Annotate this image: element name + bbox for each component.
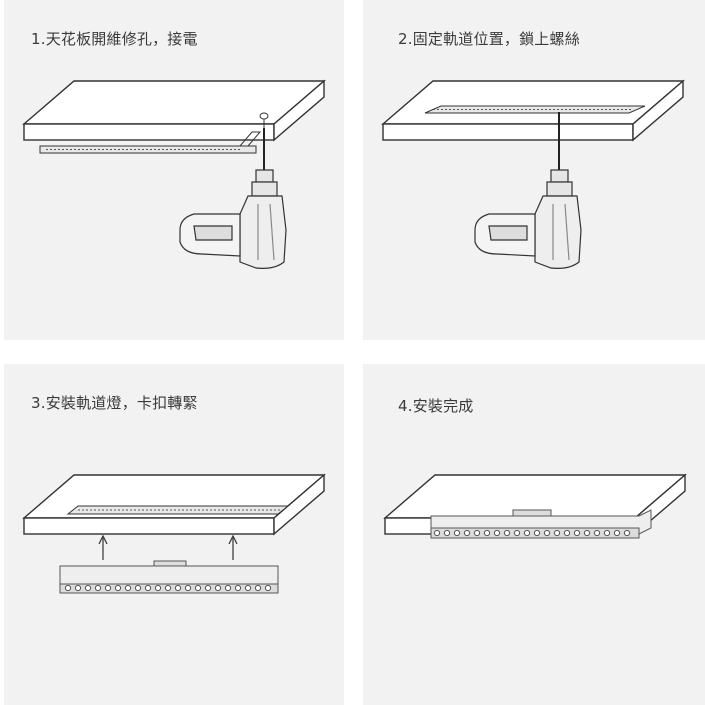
track-light-icon: [430, 509, 652, 539]
step-4-illustration: [383, 473, 687, 539]
step-2-label: 2.固定軌道位置，鎖上螺絲: [398, 30, 580, 48]
step-2-panel: 2.固定軌道位置，鎖上螺絲: [363, 0, 705, 340]
track-rail: [39, 131, 262, 154]
track-rail: [66, 505, 290, 515]
step-3-illustration: [22, 473, 326, 594]
step-4-panel: 4.安裝完成: [363, 364, 705, 705]
track-rail: [424, 105, 646, 114]
step-3-panel: 3.安裝軌道燈，卡扣轉緊: [4, 364, 344, 705]
step-3-label: 3.安裝軌道燈，卡扣轉緊: [31, 394, 198, 412]
arrow-up-icon: [228, 534, 238, 560]
step-1-panel: 1.天花板開維修孔，接電: [4, 0, 344, 340]
step-1-label: 1.天花板開維修孔，接電: [31, 30, 198, 48]
drill-icon: [474, 112, 582, 269]
arrow-up-icon: [98, 534, 108, 560]
ceiling-slab: [22, 79, 326, 142]
step-2-illustration: [381, 79, 685, 269]
screw-icon: [259, 112, 269, 128]
drill-icon: [179, 128, 287, 269]
step-4-label: 4.安裝完成: [398, 397, 474, 415]
ceiling-slab: [22, 473, 326, 536]
track-light-icon: [59, 560, 279, 594]
step-1-illustration: [22, 79, 326, 269]
